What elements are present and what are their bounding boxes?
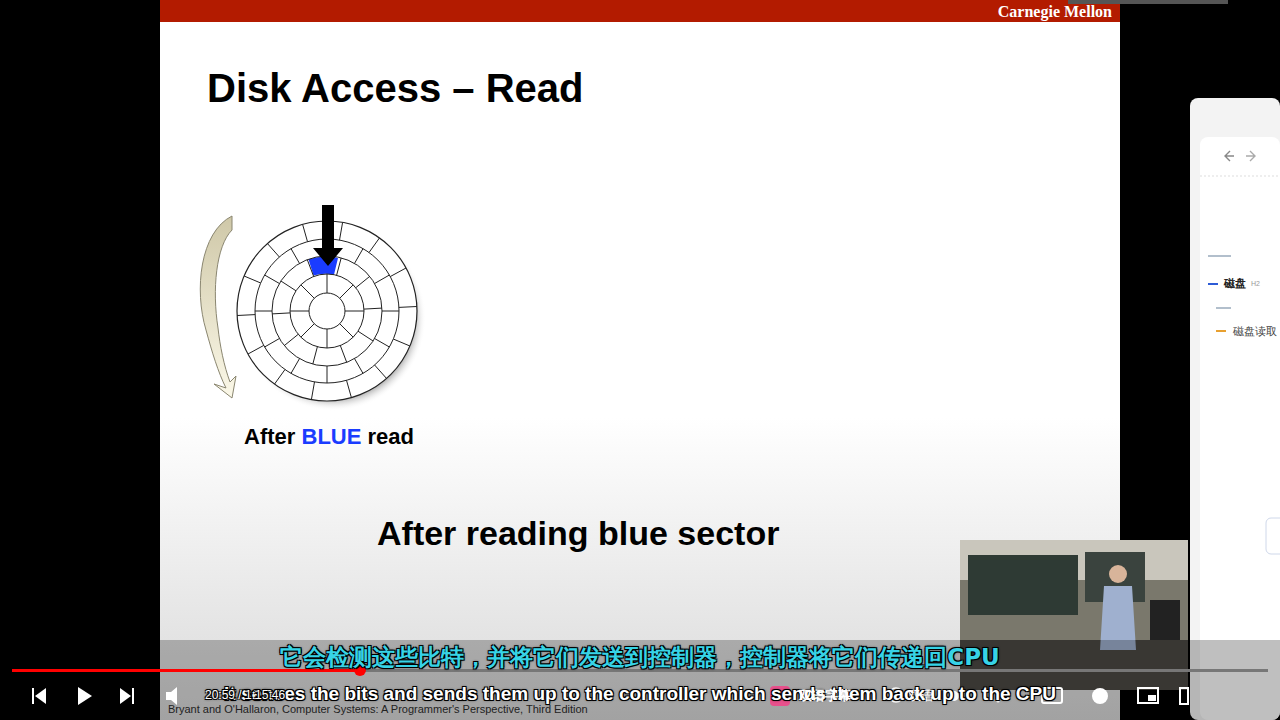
- sector-line: [248, 345, 264, 354]
- sector-line: [345, 311, 364, 312]
- sector-line: [307, 260, 313, 277]
- header-logo: Carnegie Mellon: [998, 3, 1112, 21]
- sector-line: [265, 339, 280, 348]
- sector-line: [272, 313, 290, 314]
- subtitle-menu: 双语字幕: [799, 687, 851, 705]
- sector-line: [244, 276, 261, 283]
- subtitle-chinese: 它会检测这些比特，并将它们发送到控制器，控制器将它们传递回CPU: [280, 642, 999, 673]
- sector-line: [340, 222, 343, 240]
- sector-line: [327, 366, 328, 383]
- slide: [160, 0, 1120, 720]
- disk-caption: After BLUEread: [244, 424, 414, 450]
- sector-line: [237, 314, 255, 316]
- time-display: 20:59 / 1:15:46: [205, 688, 285, 702]
- back-icon: [1225, 151, 1234, 161]
- rotation-arrow: [200, 216, 236, 398]
- forward-icon: [1246, 151, 1255, 161]
- sector-line: [340, 285, 354, 299]
- read-head-arrow: [313, 205, 343, 266]
- sector-line: [284, 334, 298, 345]
- language-toggle: 双语: [908, 687, 934, 705]
- sector-line: [267, 244, 279, 258]
- sector-line: [340, 346, 346, 363]
- sector-line: [281, 281, 296, 291]
- side-panel-inner: [1200, 137, 1280, 720]
- sector-line: [382, 311, 399, 312]
- sector-line: [375, 275, 390, 284]
- toc-heading: 磁盘: [1224, 276, 1246, 291]
- player-shade: [0, 640, 1280, 720]
- sector-line: [311, 382, 314, 400]
- sector-line: [399, 306, 417, 308]
- sector-line: [301, 285, 315, 299]
- toc-heading: 磁盘读取: [1233, 324, 1277, 339]
- sector-line: [291, 249, 300, 264]
- sector-line: [265, 275, 280, 284]
- sector-line: [390, 268, 406, 277]
- sector-line: [313, 347, 318, 364]
- caption-word: read: [368, 424, 414, 450]
- toc-dash: [1208, 283, 1218, 285]
- sector-line: [290, 311, 309, 312]
- toc-level: H2: [1251, 280, 1260, 287]
- sector-line: [355, 249, 364, 264]
- caption-word: After: [244, 424, 295, 450]
- sector-line: [340, 324, 354, 338]
- sector-line: [327, 274, 328, 293]
- divider: [1200, 176, 1280, 177]
- header-bar: [160, 0, 1120, 22]
- sector-line: [375, 339, 390, 348]
- sector-line: [337, 258, 342, 275]
- sector-line: [355, 359, 364, 374]
- toc-dash: [1216, 307, 1231, 309]
- sector-line: [347, 380, 352, 397]
- side-tab: [1266, 518, 1280, 554]
- sector-line: [358, 331, 373, 341]
- sector-line: [393, 339, 410, 346]
- sector-line: [356, 276, 370, 287]
- sector-line: [291, 359, 300, 374]
- side-panel: [1190, 98, 1280, 720]
- sector-line: [364, 308, 382, 309]
- sector-line: [301, 324, 315, 338]
- sector-line: [275, 370, 286, 385]
- sector-line: [327, 329, 328, 348]
- toc-dash: [1208, 255, 1231, 257]
- sector-line: [369, 238, 380, 253]
- sector-line: [255, 311, 272, 312]
- toc-dash: [1216, 330, 1226, 332]
- footer-credit: Bryant and O'Hallaron, Computer Systems:…: [168, 703, 588, 715]
- caption-word: BLUE: [302, 424, 362, 450]
- slide-caption: After reading blue sector: [377, 514, 779, 553]
- sector-line: [375, 365, 387, 379]
- slide-title: Disk Access – Read: [207, 66, 584, 111]
- sector-line: [303, 224, 308, 241]
